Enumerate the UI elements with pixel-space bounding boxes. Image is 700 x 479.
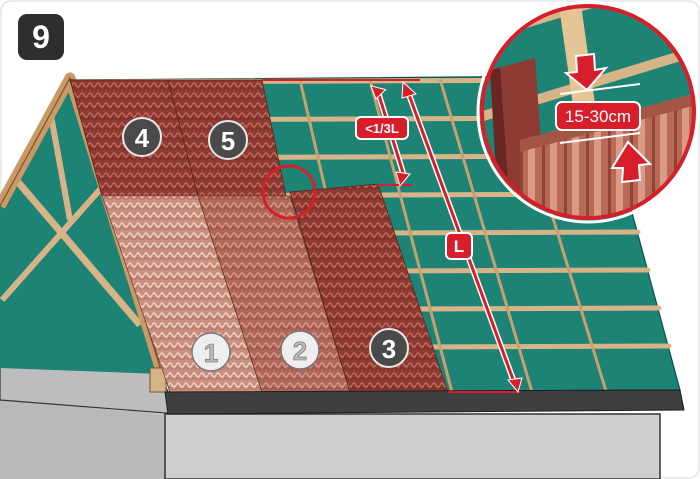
zoom-arrow-down	[563, 52, 609, 92]
sheet-badge-1: 1	[191, 332, 231, 372]
sheet-badge-5: 5	[208, 120, 248, 160]
overlap-label: <1/3L	[365, 121, 399, 136]
length-label: L	[454, 237, 464, 256]
overlap-label-tag: <1/3L	[355, 116, 409, 140]
sheet-number-badges: 1 2 3 4 5	[122, 117, 409, 372]
sheet-badge-2: 2	[280, 330, 320, 370]
overlap-detail-marker	[261, 164, 317, 220]
sheet-badge-2-text: 2	[293, 336, 307, 366]
sheet-badge-3-text: 3	[382, 334, 396, 364]
dimension-annotations: <1/3L L	[261, 79, 523, 394]
sheet-badge-4: 4	[122, 117, 162, 157]
length-label-tag: L	[445, 232, 473, 260]
zoom-overlap-label: 15-30cm	[565, 107, 631, 126]
overlap-zoom-callout: 15-30cm	[476, 0, 700, 224]
sheet-badge-1-text: 1	[204, 338, 218, 368]
zoom-overlap-tag: 15-30cm	[555, 101, 641, 131]
sheet-badge-5-text: 5	[221, 126, 235, 156]
zoom-arrow-up	[610, 140, 653, 184]
sheet-badge-4-text: 4	[135, 123, 150, 153]
building-walls	[0, 355, 661, 479]
sheet-badge-3: 3	[369, 328, 409, 368]
eave-board	[164, 389, 685, 415]
step-number-badge: 9	[18, 14, 64, 60]
